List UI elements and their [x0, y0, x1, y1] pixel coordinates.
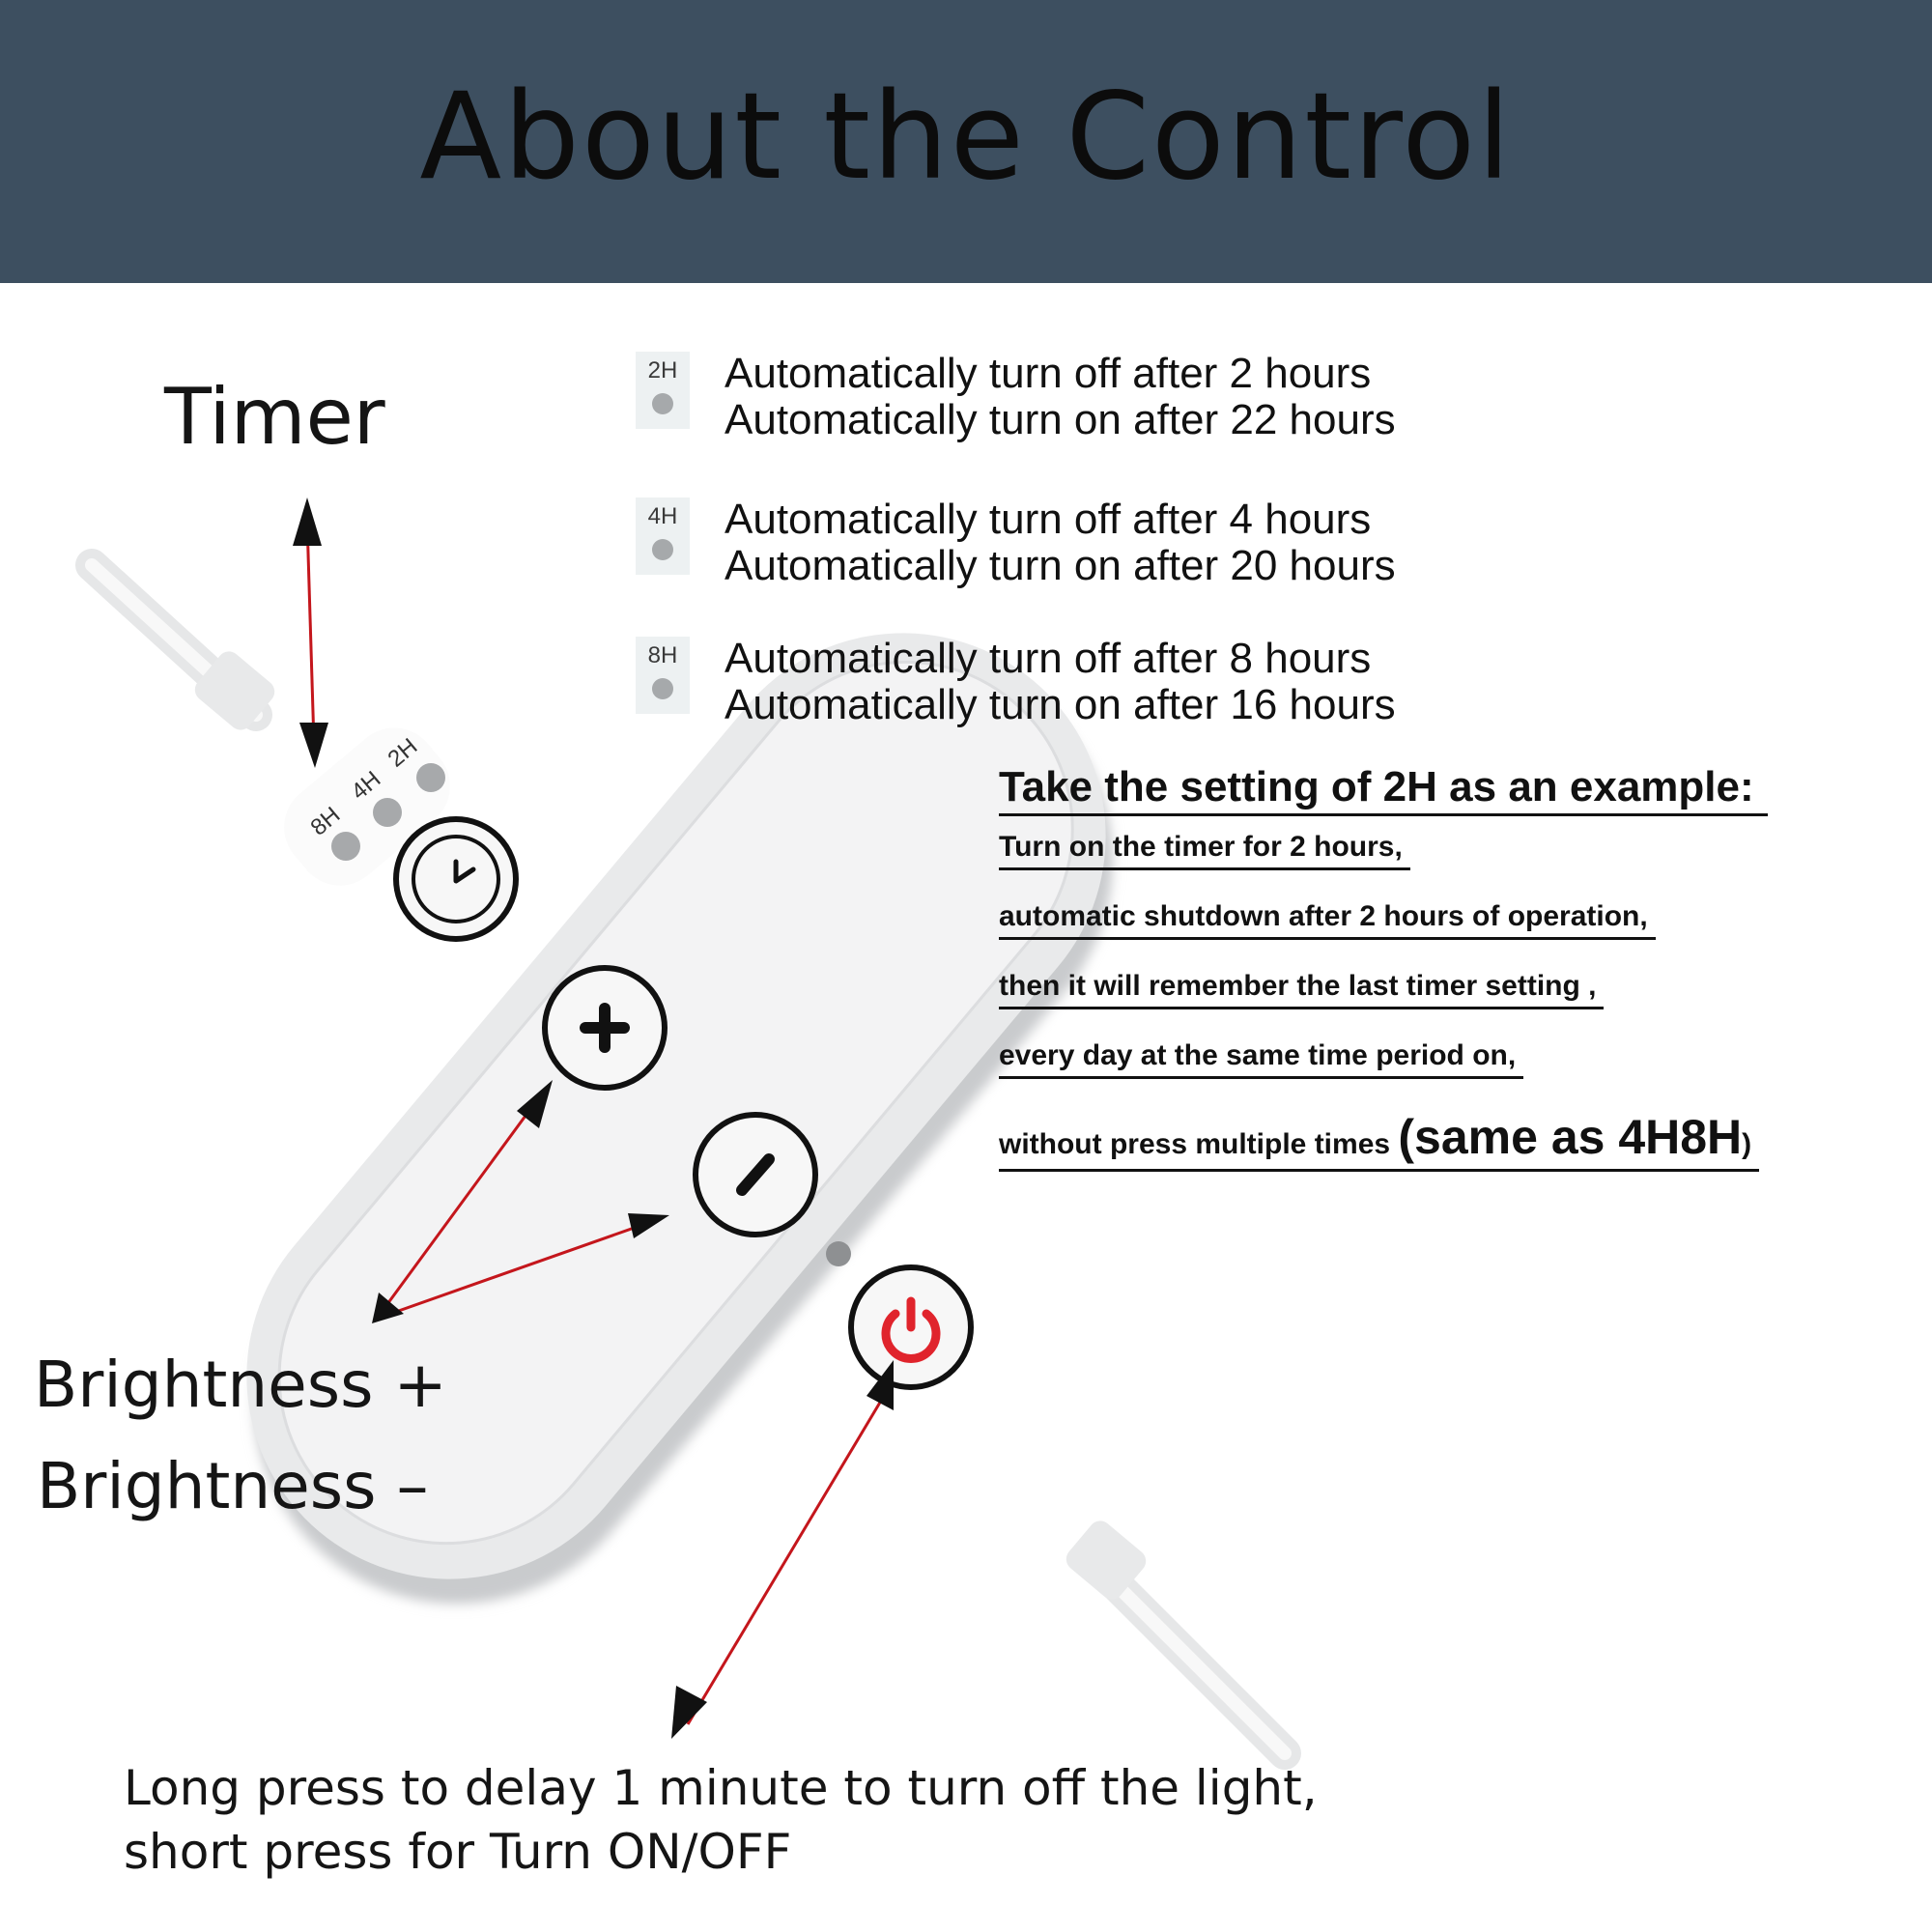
power-arrow: [671, 1360, 894, 1739]
timer-mode-on-text: Automatically turn on after 20 hours: [724, 542, 1396, 589]
brightness-minus-button[interactable]: [693, 1112, 818, 1237]
example-line-3: then it will remember the last timer set…: [999, 970, 1605, 1009]
plus-icon: [580, 1003, 630, 1053]
example-line-5: without press multiple times (same as 4H…: [999, 1109, 1760, 1172]
power-icon: [881, 1296, 941, 1363]
timer-badge-label: 2H: [647, 357, 678, 384]
header-banner: About the Control: [0, 0, 1932, 283]
power-instructions: Long press to delay 1 minute to turn off…: [124, 1756, 1318, 1884]
indicator-dot-8h: [331, 832, 360, 861]
page-title: About the Control: [419, 68, 1513, 207]
example-line-5-text: without press multiple times: [999, 1128, 1399, 1160]
example-line-1: Turn on the timer for 2 hours,: [999, 831, 1410, 870]
timer-mode-off-text: Automatically turn off after 4 hours: [724, 496, 1372, 543]
example-section: Take the setting of 2H as an example: Tu…: [999, 763, 1768, 1172]
indicator-pad: [284, 727, 450, 886]
example-line-5-emphasis: (same as 4H8H: [1398, 1110, 1743, 1164]
power-instructions-line-1: Long press to delay 1 minute to turn off…: [124, 1760, 1318, 1816]
example-title: Take the setting of 2H as an example:: [999, 763, 1768, 816]
timer-arrow: [293, 497, 328, 768]
example-line-2: automatic shutdown after 2 hours of oper…: [999, 900, 1656, 940]
timer-mode-off-text: Automatically turn off after 2 hours: [724, 350, 1372, 397]
brightness-minus-label: Brightness –: [37, 1449, 429, 1523]
brightness-plus-label: Brightness +: [34, 1348, 447, 1422]
minus-icon: [736, 1153, 775, 1196]
example-line-4: every day at the same time period on,: [999, 1039, 1524, 1079]
clock-icon: [453, 859, 476, 884]
power-instructions-line-2: short press for Turn ON/OFF: [124, 1824, 792, 1880]
timer-badge-label: 4H: [647, 503, 678, 529]
timer-badge-4h: 4H: [636, 497, 690, 575]
indicator-dot-2h: [416, 763, 445, 792]
power-indicator-dot: [826, 1241, 851, 1266]
example-line-5-close: ): [1742, 1128, 1752, 1160]
timer-button[interactable]: [393, 816, 519, 942]
brightness-plus-button[interactable]: [542, 965, 668, 1091]
indicator-dot-4h: [373, 798, 402, 827]
timer-mode-on-text: Automatically turn on after 22 hours: [724, 396, 1396, 443]
strain-relief-bottom: [1065, 1520, 1147, 1600]
brightness-arrows: [372, 1080, 669, 1323]
strain-relief-top: [194, 651, 275, 730]
timer-badge-label: 8H: [647, 642, 678, 668]
power-button[interactable]: [848, 1264, 974, 1390]
timer-mode-on-text: Automatically turn on after 16 hours: [724, 681, 1396, 728]
timer-badge-2h: 2H: [636, 352, 690, 429]
indicator-dot-icon: [652, 678, 673, 699]
indicator-dot-icon: [652, 393, 673, 414]
timer-badge-8h: 8H: [636, 637, 690, 714]
timer-mode-off-text: Automatically turn off after 8 hours: [724, 635, 1372, 682]
timer-label: Timer: [164, 372, 385, 462]
indicator-dot-icon: [652, 539, 673, 560]
